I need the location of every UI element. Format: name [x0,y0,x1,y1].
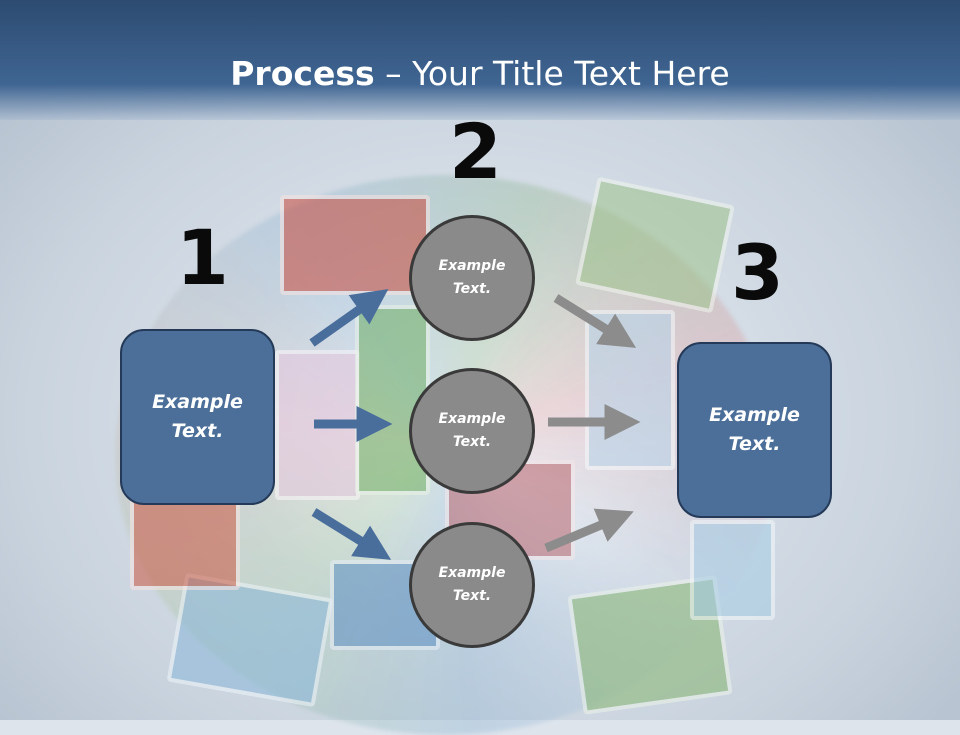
step-number-3: 3 [731,228,784,317]
step-1-label: Example Text. [152,391,243,442]
step-3-label: Example Text. [709,404,800,455]
step-number-1: 1 [176,213,229,302]
arrow-2c-to-3 [544,508,634,553]
process-arrows [309,289,641,560]
photo-tile [690,520,775,620]
header-bar [0,0,960,120]
arrow-1-to-2c [311,508,392,560]
photo-tile [130,490,240,590]
step-2-circle-label: Example Text. [438,411,506,450]
step-number-2: 2 [449,107,502,196]
step-2-circle-bottom[interactable]: Example Text. [409,522,535,648]
title-bold: Process [230,54,375,93]
step-2-circle-top[interactable]: Example Text. [409,215,535,341]
page-title: Process – Your Title Text Here [0,52,960,96]
step-2-circle-label: Example Text. [438,565,506,604]
step-2-circle-label: Example Text. [438,258,506,297]
arrow-2a-to-3 [553,294,637,348]
step-3-box[interactable]: Example Text. [677,342,832,518]
step-1-box[interactable]: Example Text. [120,329,275,505]
title-rest: – Your Title Text Here [374,54,730,93]
step-2-circle-middle[interactable]: Example Text. [409,368,535,494]
arrow-1-to-2a [309,289,389,347]
